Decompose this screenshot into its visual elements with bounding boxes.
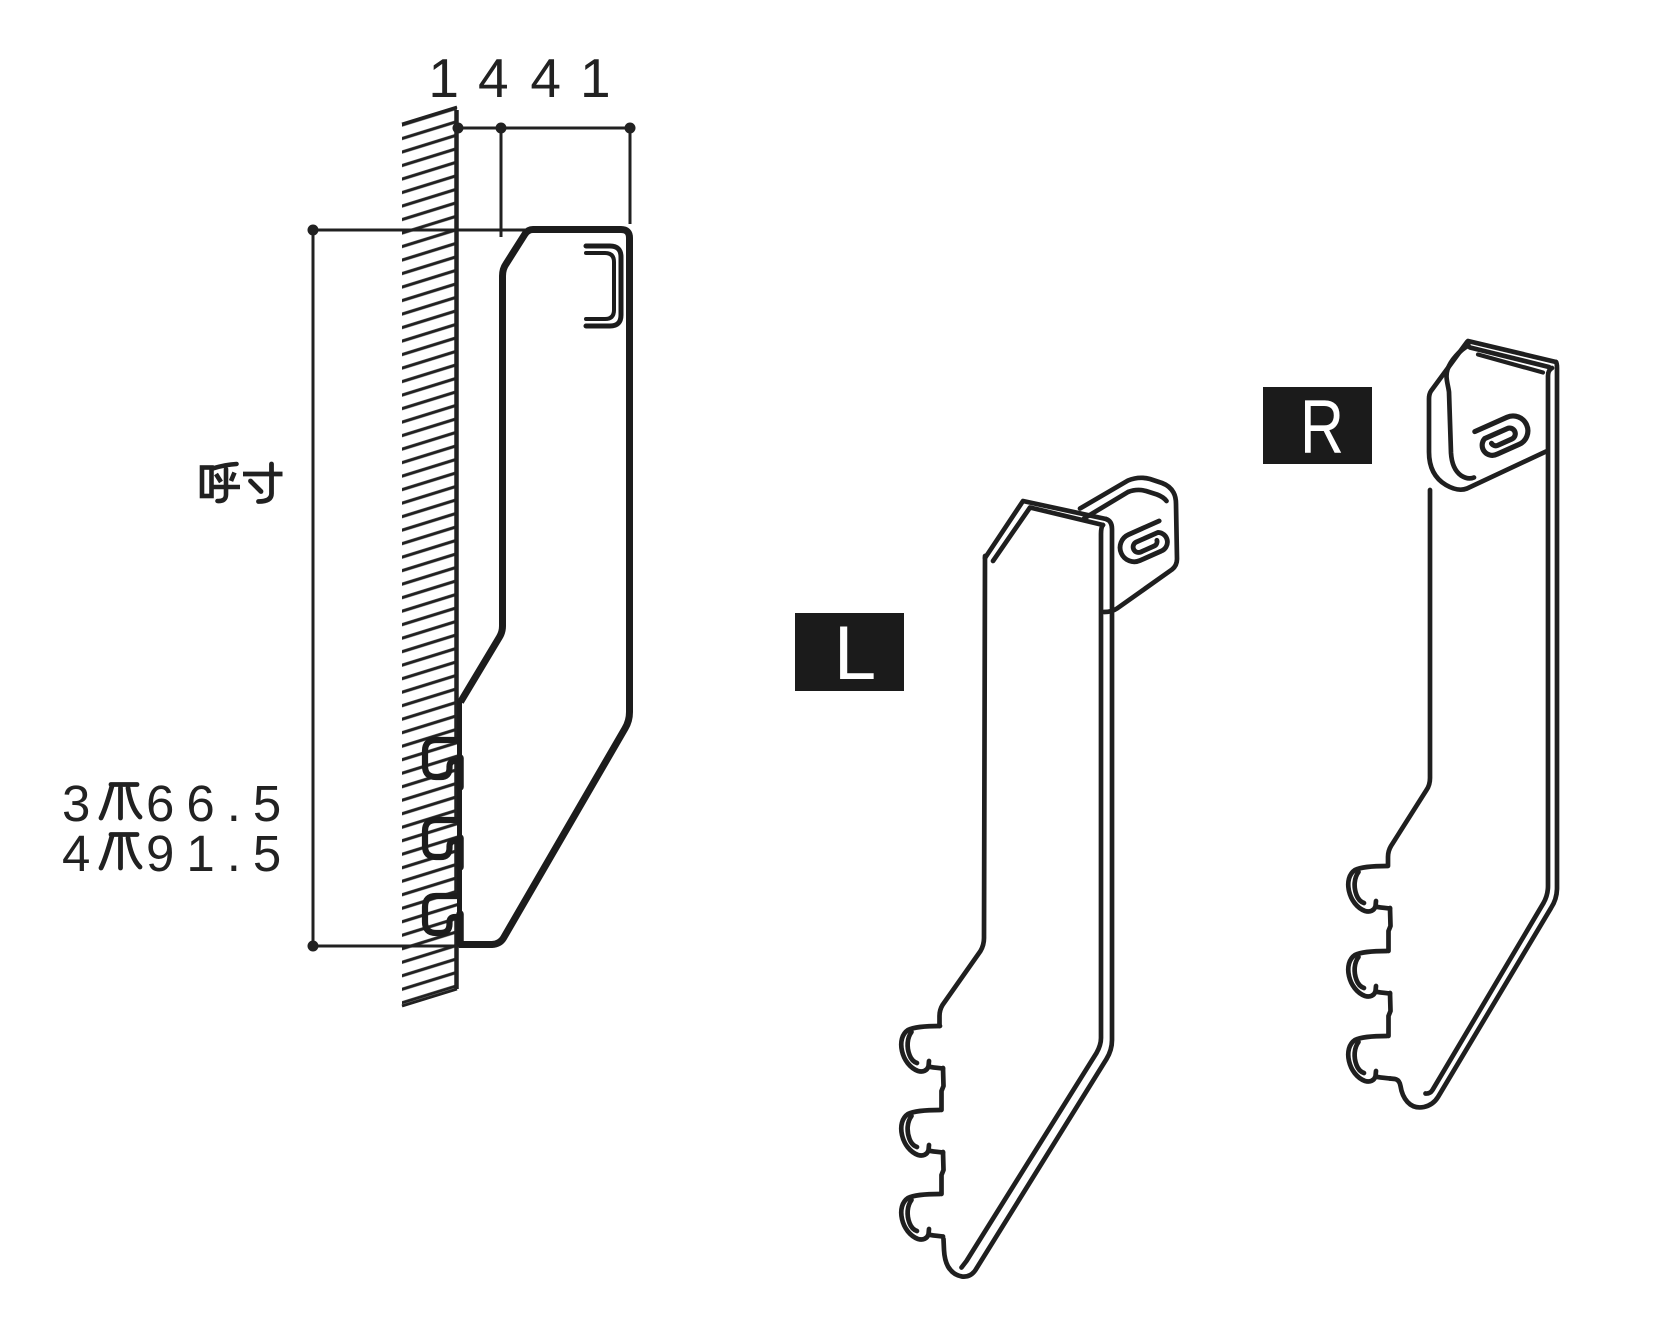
svg-text:91.5: 91.5 bbox=[146, 825, 293, 882]
svg-text:4: 4 bbox=[62, 825, 102, 882]
svg-text:3: 3 bbox=[62, 775, 102, 832]
svg-text:66.5: 66.5 bbox=[146, 775, 293, 832]
svg-text:14: 14 bbox=[428, 47, 527, 109]
svg-text:L: L bbox=[834, 611, 876, 696]
svg-text:41: 41 bbox=[530, 47, 629, 109]
svg-text:R: R bbox=[1300, 385, 1344, 470]
